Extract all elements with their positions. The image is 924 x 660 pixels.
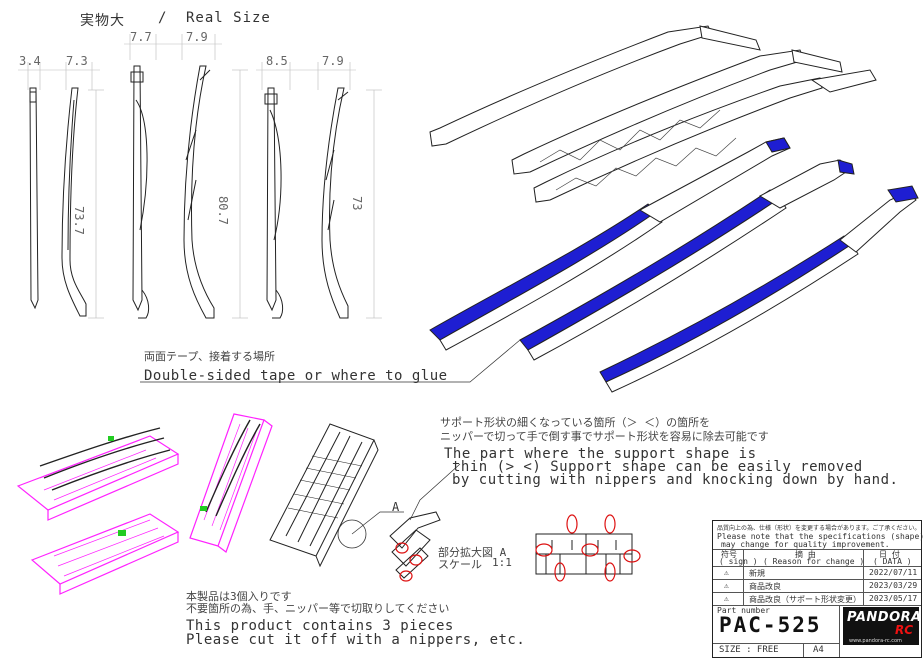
paper-size: A4	[813, 645, 824, 655]
detail-a-marks	[395, 542, 423, 582]
detail-leader	[351, 511, 404, 535]
size-label: SIZE : FREE	[719, 645, 779, 655]
logo-main: PANDORA	[847, 610, 922, 625]
dim-height-1: 73.7	[72, 206, 86, 235]
warning-icon: ⚠	[724, 568, 729, 577]
col-reason-en: ( Reason for change )	[763, 557, 865, 566]
isometric-blades	[429, 25, 877, 203]
support-sprues	[16, 413, 273, 595]
col-date-en: ( DATA )	[873, 557, 912, 566]
support-leader	[409, 463, 461, 521]
tape-note-jp: 両面テープ、接着する場所	[144, 350, 276, 363]
revision-2-reason: 商品改良	[749, 582, 781, 591]
notice-jp: 品質向上の為、仕様（形状）を変更する場合があります。ご了承ください。	[717, 525, 921, 532]
warning-icon: ⚠	[724, 594, 729, 603]
title-block: 品質向上の為、仕様（形状）を変更する場合があります。ご了承ください。 Pleas…	[712, 520, 924, 658]
notice-en-2: may change for quality improvement.	[721, 540, 890, 549]
detail-a-sketch	[389, 511, 441, 579]
support-note-en-2: thin (> <) Support shape can be easily r…	[452, 459, 863, 475]
pandora-rc-logo: PANDORA RC www.pandora-rc.com	[843, 607, 922, 645]
scale-separator: /	[158, 10, 168, 26]
notice-en-1: Please note that the specifications (sha…	[717, 532, 924, 541]
dim-height-2: 80.7	[216, 196, 230, 225]
logo-url: www.pandora-rc.com	[849, 638, 902, 644]
dim-width-3: 7.7	[130, 30, 152, 44]
part-number-label: Part number	[717, 606, 770, 615]
part-number: PAC-525	[719, 613, 822, 637]
pieces-note-jp-1: 本製品は3個入りです	[186, 590, 292, 603]
revision-2-date: 2023/03/29	[869, 581, 918, 590]
dim-width-2: 7.3	[66, 54, 88, 68]
warning-icon: ⚠	[724, 581, 729, 590]
scale-label-en: Real Size	[186, 10, 271, 26]
tape-note-en: Double-sided tape or where to glue	[144, 368, 448, 384]
schematic-marks	[535, 514, 641, 582]
revision-1-date: 2022/07/11	[869, 568, 918, 577]
support-note-en-3: by cutting with nippers and knocking dow…	[452, 472, 899, 488]
dim-height-3: 73	[350, 196, 364, 211]
tape-leader	[140, 339, 521, 383]
green-marks	[108, 436, 207, 536]
detail-marker: A	[392, 500, 400, 514]
dim-width-6: 7.9	[322, 54, 344, 68]
detail-scale-jp: スケール	[438, 558, 482, 571]
detail-circle	[337, 519, 367, 549]
scale-label-jp: 実物大	[80, 13, 125, 29]
col-date-jp: 日 付	[879, 550, 900, 559]
detail-scale-value: 1:1	[492, 556, 512, 569]
pieces-note-en-1: This product contains 3 pieces	[186, 618, 454, 634]
black-support-frame	[269, 423, 379, 568]
col-sign-en: ( sign )	[719, 557, 758, 566]
support-note-jp-2: ニッパーで切って手で倒す事でサポート形状を容易に除去可能です	[440, 430, 769, 443]
support-note-jp-1: サポート形状の細くなっている箇所（＞ ＜）の箇所を	[440, 416, 711, 429]
dim-width-5: 8.5	[266, 54, 288, 68]
logo-sub: RC	[894, 623, 913, 637]
support-note-en-1: The part where the support shape is	[444, 446, 757, 462]
col-reason-jp: 摘 由	[795, 550, 816, 559]
detail-label-jp: 部分拡大図 A	[438, 546, 507, 559]
dim-width-4: 7.9	[186, 30, 208, 44]
revision-3-date: 2023/05/17	[869, 594, 918, 603]
front-view-blades	[18, 34, 382, 319]
dim-width-1: 3.4	[19, 54, 41, 68]
col-sign-jp: 符号	[721, 550, 737, 559]
revision-3-reason: 商品改良（サポート形状変更）	[749, 595, 861, 604]
tape-blades	[429, 137, 919, 393]
revision-1-reason: 新規	[749, 569, 765, 578]
pieces-note-jp-2: 不要箇所の為、手、ニッパー等で切取りしてください	[186, 602, 450, 615]
sprue-blades	[39, 419, 261, 517]
pieces-note-en-2: Please cut it off with a nippers, etc.	[186, 632, 526, 648]
